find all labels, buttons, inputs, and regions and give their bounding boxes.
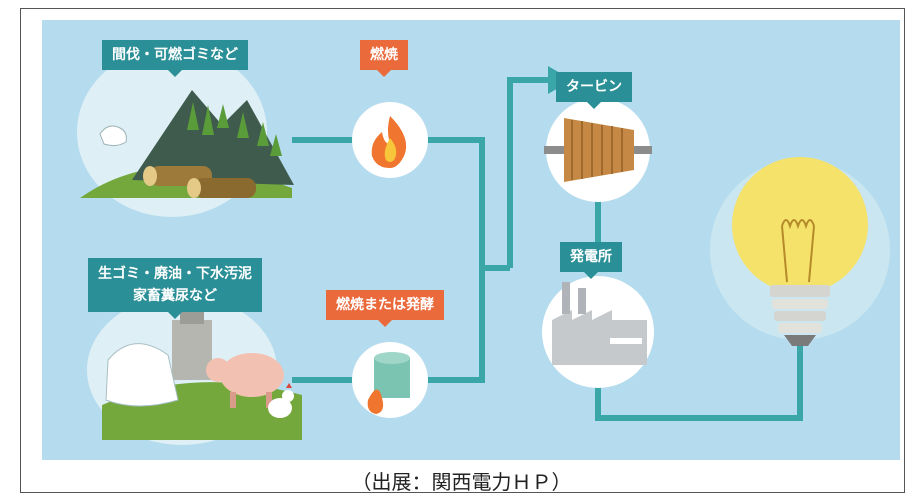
flow-burn-to-junction [422, 137, 510, 271]
label-waste-source-line2: 家畜糞尿など [133, 288, 217, 304]
label-turbine: タービン [556, 72, 632, 109]
forest-illustration [77, 47, 294, 217]
light-bulb [710, 157, 890, 346]
label-waste-source-line1: 生ゴミ・廃油・下水汚泥 [98, 266, 252, 282]
source-caption: （出展：関西電力ＨＰ） [351, 470, 572, 494]
diagram-artwork [77, 47, 890, 445]
label-turbine-text: タービン [566, 79, 622, 95]
label-burn-text: 燃焼 [370, 47, 398, 63]
biomass-diagram: 間伐・可燃ゴミなど 燃焼 生ゴミ・廃油・下水汚泥 家畜糞尿など 燃焼または発酵 … [42, 20, 900, 460]
power-plant-circle [542, 276, 654, 388]
burn-circle [352, 102, 428, 178]
label-forest-source: 間伐・可燃ゴミなど [102, 40, 248, 77]
figure-frame [20, 8, 905, 493]
label-forest-source-text: 間伐・可燃ゴミなど [112, 47, 238, 63]
label-burn-or-ferment: 燃焼または発酵 [326, 290, 444, 327]
flow-lines [292, 77, 803, 421]
label-power-plant: 発電所 [560, 242, 622, 279]
label-burn-or-ferment-text: 燃焼または発酵 [336, 297, 434, 313]
turbine-circle [544, 98, 652, 202]
waste-illustration [87, 295, 302, 445]
ferment-circle [352, 342, 428, 418]
flow-junction-to-turbine [507, 77, 550, 268]
label-burn: 燃焼 [360, 40, 408, 77]
label-waste-source: 生ゴミ・廃油・下水汚泥 家畜糞尿など [88, 258, 262, 319]
flow-plant-to-bulb [595, 345, 803, 421]
label-power-plant-text: 発電所 [570, 249, 612, 265]
flow-ferment-to-junction [422, 268, 485, 383]
